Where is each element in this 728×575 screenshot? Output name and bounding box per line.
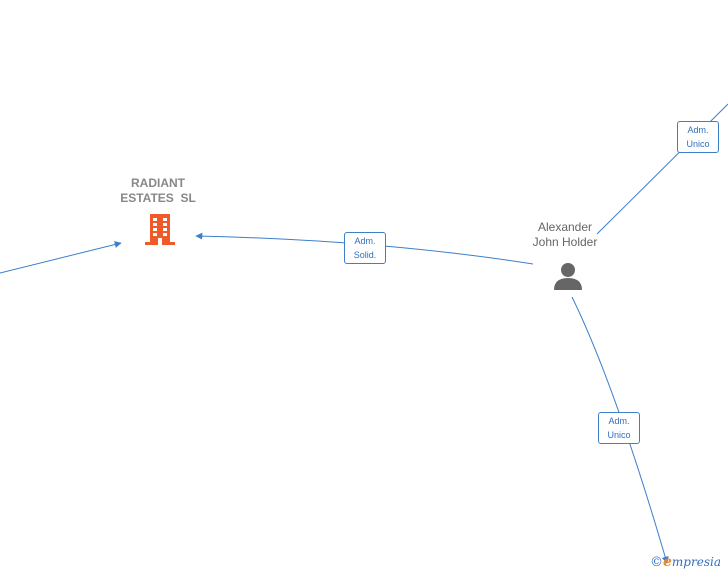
edge-person-to-bottom bbox=[571, 296, 669, 564]
edge-label-line2: Unico bbox=[686, 139, 710, 149]
brand-name: mpresia bbox=[671, 555, 721, 569]
edge-label-line1: Adm. bbox=[687, 125, 709, 135]
edge-label-adm-unico-top[interactable]: Adm. Unico bbox=[677, 121, 719, 153]
copyright-symbol: © bbox=[650, 555, 663, 570]
edge-left-to-company bbox=[0, 241, 122, 274]
edge-label-line1: Adm. bbox=[354, 236, 376, 246]
company-name-line2: ESTATES SL bbox=[120, 191, 196, 205]
edge-label-adm-unico-bottom[interactable]: Adm. Unico bbox=[598, 412, 640, 444]
brand-initial: e bbox=[663, 554, 672, 570]
person-node-label[interactable]: Alexander John Holder bbox=[505, 220, 625, 250]
edge-label-line1: Adm. bbox=[608, 416, 630, 426]
edge-label-adm-solid[interactable]: Adm. Solid. bbox=[344, 232, 386, 264]
building-icon[interactable] bbox=[143, 212, 177, 251]
empresia-logo[interactable]: ©empresia bbox=[650, 554, 721, 570]
person-name-line2: John Holder bbox=[532, 235, 598, 249]
person-name-line1: Alexander bbox=[537, 220, 593, 234]
person-icon[interactable] bbox=[553, 261, 583, 296]
company-name-line1: RADIANT bbox=[131, 176, 185, 190]
company-node-label[interactable]: RADIANT ESTATES SL bbox=[98, 176, 218, 206]
edge-label-line2: Solid. bbox=[353, 250, 377, 260]
edge-label-line2: Unico bbox=[607, 430, 631, 440]
